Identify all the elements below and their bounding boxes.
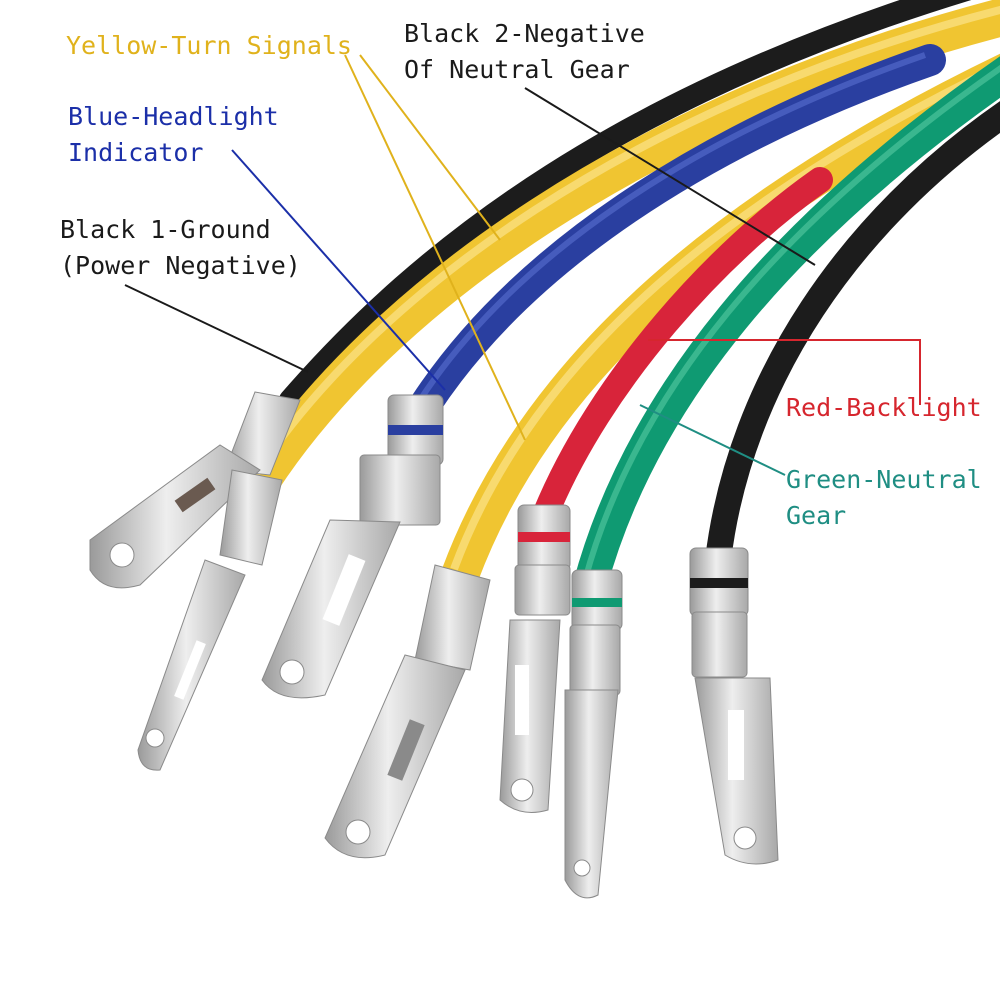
label-yellow-line-1: Yellow-Turn Signals <box>66 31 352 60</box>
label-black2-line-2: Of Neutral Gear <box>404 55 630 84</box>
label-blue-line-1: Blue-Headlight <box>68 102 279 131</box>
wire-green <box>573 56 1000 590</box>
wire-red <box>532 167 833 528</box>
leader-yellow-a <box>344 54 526 441</box>
label-blue-line-2: Indicator <box>68 138 204 167</box>
leader-yellow-b <box>359 54 501 241</box>
leader-blue <box>231 149 446 391</box>
terminal-yellow-2 <box>324 564 491 859</box>
label-red-line-1: Red-Backlight <box>786 393 982 422</box>
leader-red <box>648 339 921 405</box>
label-green-line-1: Green-Neutral <box>786 465 982 494</box>
wire-blue <box>409 44 946 421</box>
terminal-black-2 <box>689 547 779 865</box>
label-black-2-negative-neutral: Black 2-Negative Of Neutral Gear <box>404 16 645 88</box>
label-black2-line-1: Black 2-Negative <box>404 19 645 48</box>
label-green-line-2: Gear <box>786 501 847 530</box>
terminal-red <box>499 504 571 813</box>
terminal-black-1 <box>89 391 301 589</box>
label-green-neutral-gear: Green-Neutral Gear <box>786 462 982 534</box>
terminal-yellow-1 <box>137 469 283 771</box>
wire-yellow-1 <box>246 0 1000 491</box>
wire-black-1 <box>279 0 972 411</box>
leader-black1 <box>124 284 309 373</box>
label-black-1-ground: Black 1-Ground (Power Negative) <box>60 212 301 284</box>
wire-black-2 <box>705 101 1000 562</box>
terminal-green <box>564 569 623 899</box>
label-black1-line-1: Black 1-Ground <box>60 215 271 244</box>
label-yellow-turn-signals: Yellow-Turn Signals <box>66 28 352 64</box>
leader-green <box>639 404 786 476</box>
terminal-blue <box>261 394 444 699</box>
label-black1-line-2: (Power Negative) <box>60 251 301 280</box>
label-red-backlight: Red-Backlight <box>786 390 982 426</box>
label-blue-headlight-indicator: Blue-Headlight Indicator <box>68 99 279 171</box>
wire-yellow-2 <box>442 53 1000 582</box>
leader-black2 <box>524 87 816 266</box>
